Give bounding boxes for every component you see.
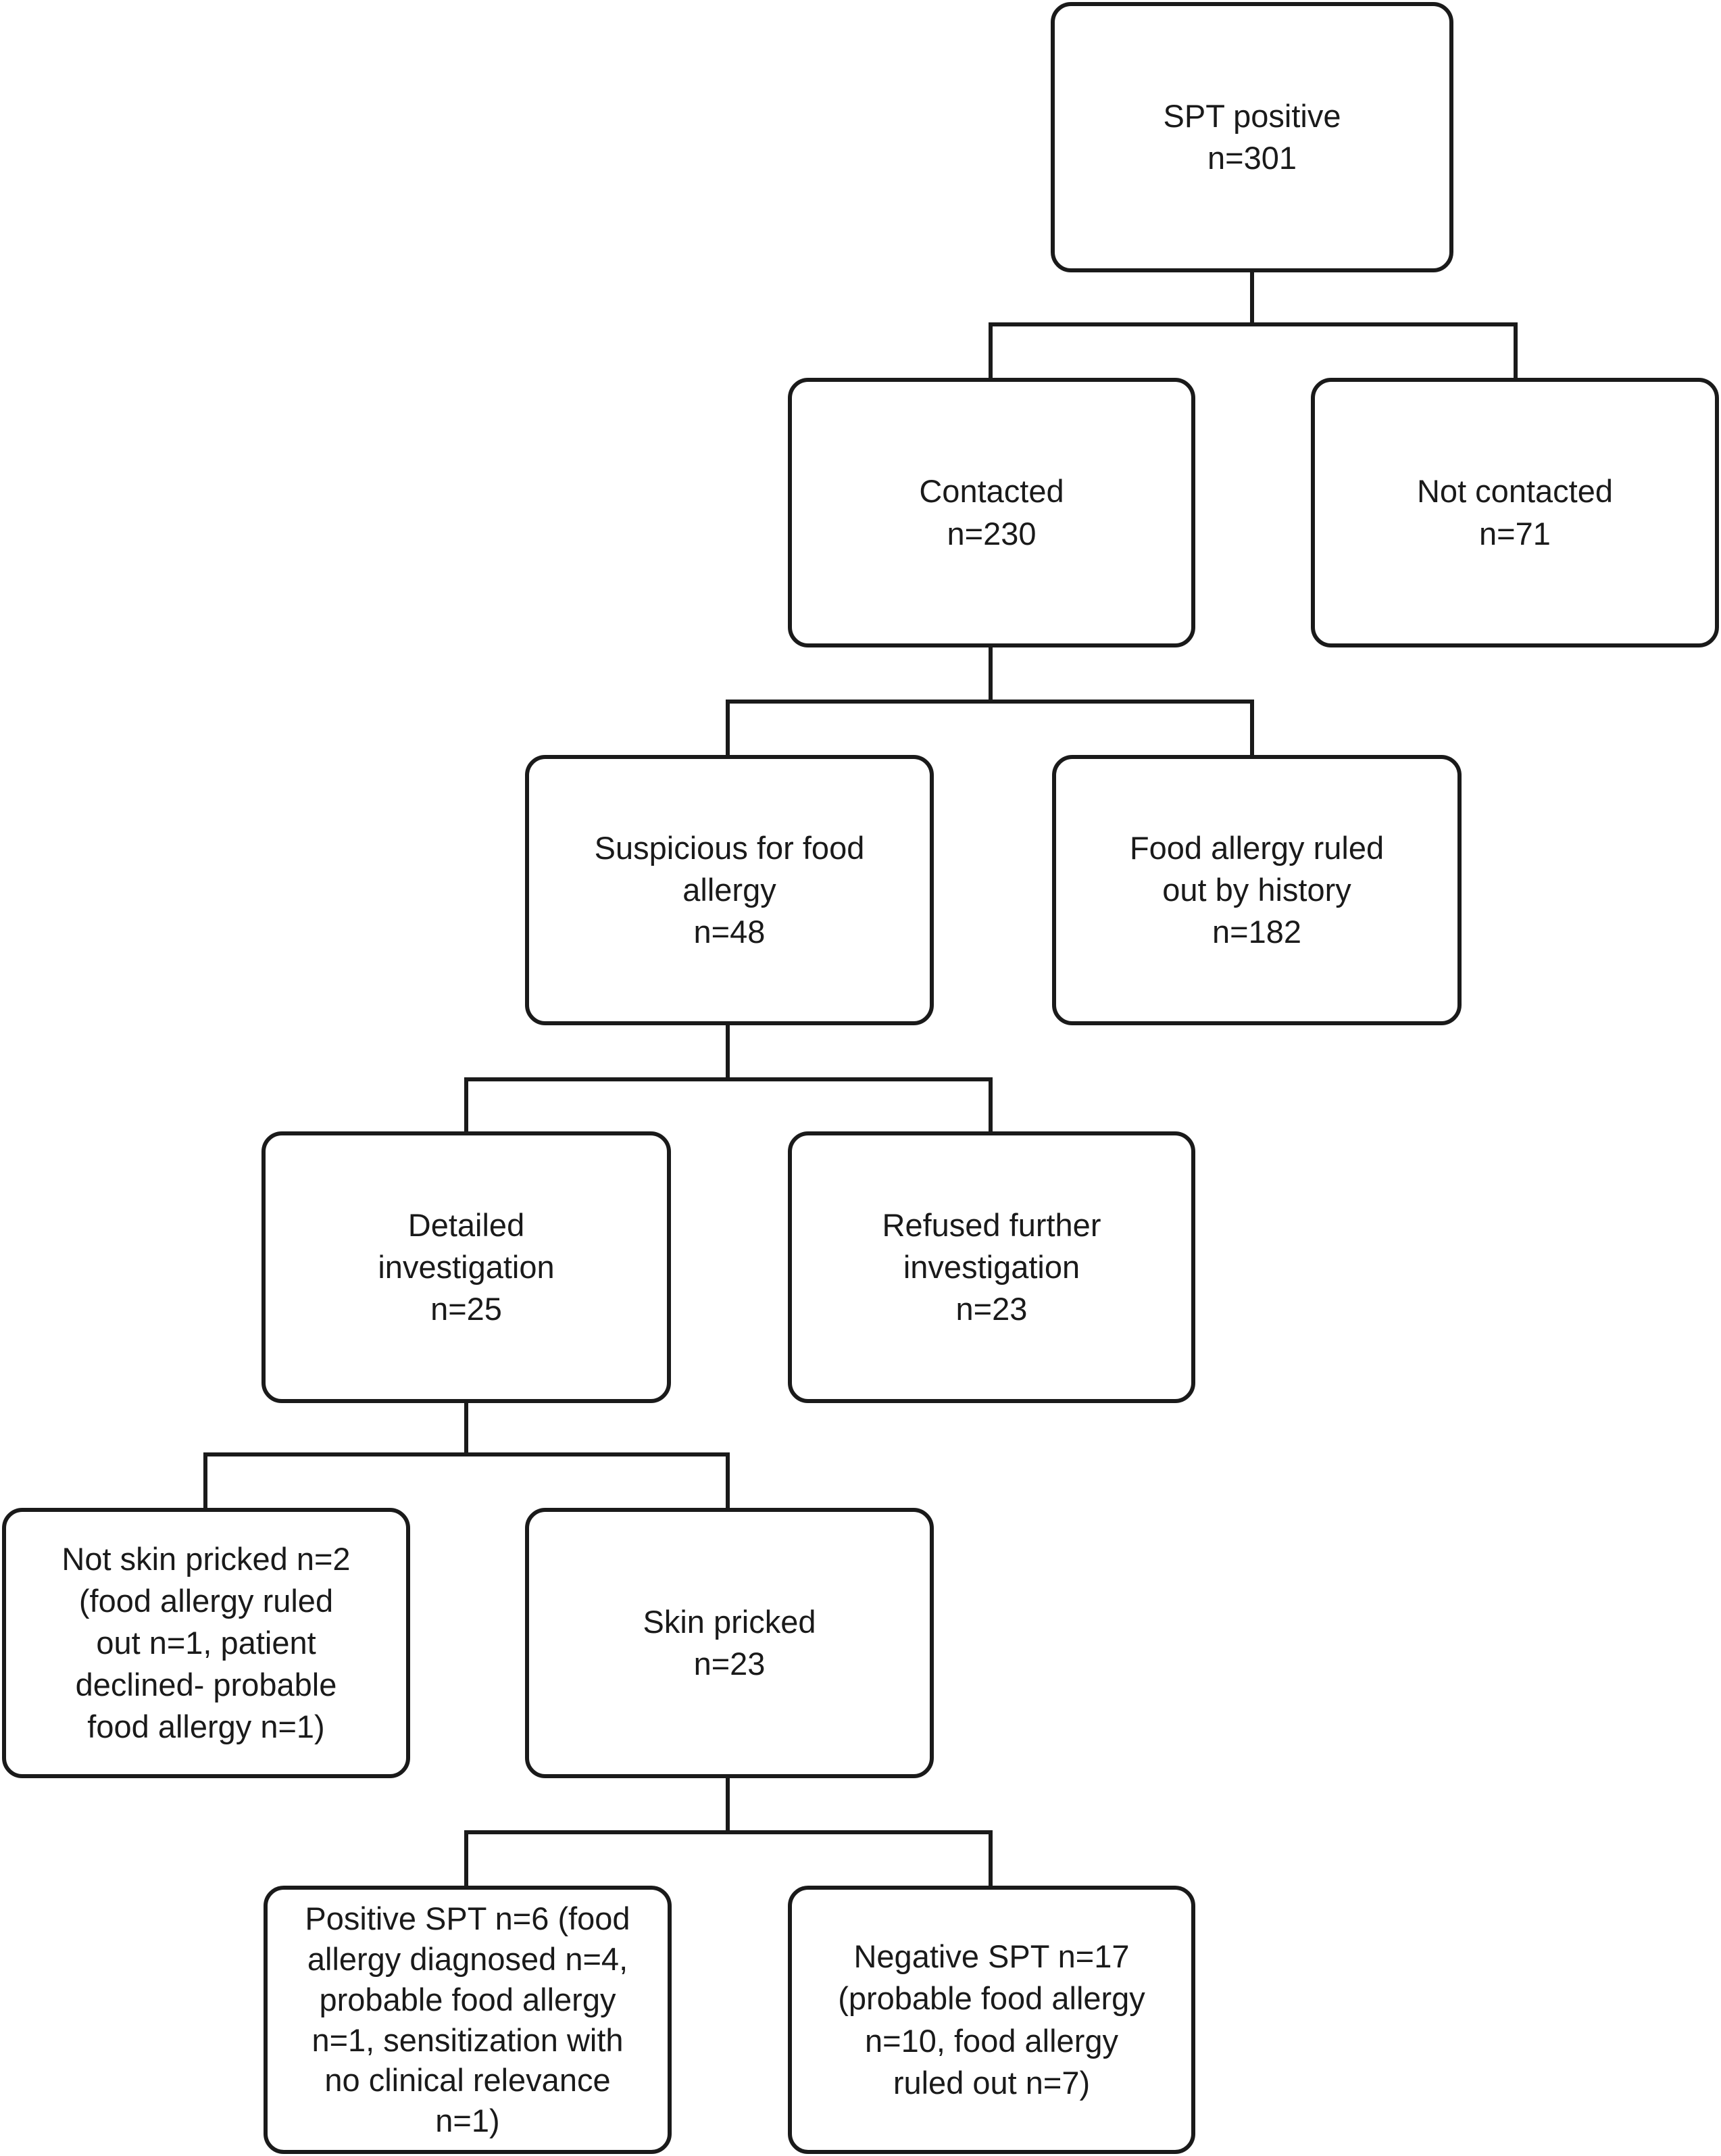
node-suspicious-food-allergy-label: Suspicious for food allergy n=48: [594, 829, 865, 950]
node-spt-positive: SPT positive n=301: [1051, 2, 1453, 272]
node-contacted: Contacted n=230: [788, 378, 1195, 647]
node-suspicious-food-allergy: Suspicious for food allergy n=48: [525, 755, 934, 1025]
node-positive-spt: Positive SPT n=6 (food allergy diagnosed…: [264, 1886, 672, 2154]
node-not-skin-pricked-label: Not skin pricked n=2 (food allergy ruled…: [61, 1540, 351, 1745]
node-detailed-investigation-label: Detailed investigation n=25: [378, 1206, 555, 1327]
node-refused-investigation: Refused further investigation n=23: [788, 1131, 1195, 1403]
node-ruled-out-by-history-label: Food allergy ruled out by history n=182: [1129, 829, 1385, 950]
node-spt-positive-label: SPT positive n=301: [1163, 97, 1341, 176]
connector-branch-contact: [989, 322, 1518, 382]
connector-branch-investigation: [464, 1077, 993, 1135]
connector-branch-spt-result: [464, 1830, 993, 1890]
node-ruled-out-by-history: Food allergy ruled out by history n=182: [1052, 755, 1462, 1025]
node-skin-pricked-label: Skin pricked n=23: [643, 1603, 816, 1682]
node-not-skin-pricked: Not skin pricked n=2 (food allergy ruled…: [2, 1508, 410, 1778]
node-negative-spt-label: Negative SPT n=17 (probable food allergy…: [838, 1938, 1145, 2101]
connector-branch-prick: [203, 1452, 730, 1512]
node-not-contacted: Not contacted n=71: [1311, 378, 1719, 647]
node-refused-investigation-label: Refused further investigation n=23: [882, 1206, 1101, 1327]
node-not-contacted-label: Not contacted n=71: [1416, 473, 1613, 552]
node-negative-spt: Negative SPT n=17 (probable food allergy…: [788, 1886, 1195, 2154]
connector-branch-history: [726, 700, 1254, 759]
node-positive-spt-label: Positive SPT n=6 (food allergy diagnosed…: [305, 1901, 630, 2138]
node-skin-pricked: Skin pricked n=23: [525, 1508, 934, 1778]
node-contacted-label: Contacted n=230: [919, 473, 1064, 552]
node-detailed-investigation: Detailed investigation n=25: [261, 1131, 671, 1403]
